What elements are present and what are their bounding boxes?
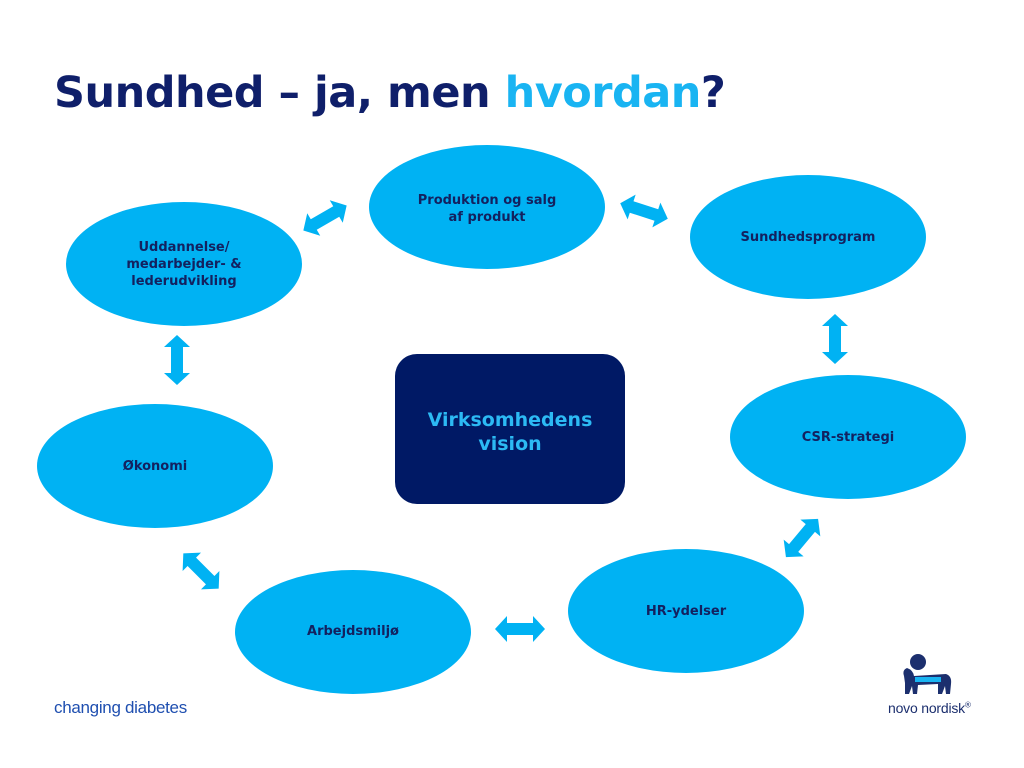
title-end: ? (700, 68, 726, 118)
novo-nordisk-bull-logo (903, 654, 952, 694)
double-arrow-icon (164, 335, 190, 385)
footer-brand: novo nordisk® (888, 700, 971, 716)
node-csr (730, 375, 966, 499)
page-title: Sundhed – ja, men hvordan? (54, 68, 726, 118)
double-arrow-icon (620, 194, 668, 228)
double-arrow-icon (495, 616, 545, 642)
center-vision-box (395, 354, 625, 504)
node-okonomi (37, 404, 273, 528)
double-arrow-icon (303, 200, 347, 236)
node-arbejdsmiljo (235, 570, 471, 694)
node-uddannelse (66, 202, 302, 326)
node-hr (568, 549, 804, 673)
node-label-okonomi: Økonomi (122, 459, 188, 474)
title-accent: hvordan (504, 68, 702, 118)
double-arrow-icon (822, 314, 848, 364)
title-main: Sundhed – ja, men (54, 68, 505, 118)
node-label-sundhedsprogram: Sundhedsprogram (740, 230, 876, 245)
node-label-csr: CSR-strategi (801, 430, 895, 445)
node-label-uddannelse: Uddannelse/medarbejder- &lederudvikling (126, 240, 242, 289)
double-arrow-icon (783, 518, 821, 558)
node-label-arbejdsmiljo: Arbejdsmiljø (307, 624, 399, 639)
double-arrow-icon (182, 552, 220, 590)
node-label-hr: HR-ydelser (645, 604, 727, 619)
node-sundhedsprogram (690, 175, 926, 299)
footer-tagline: changing diabetes (54, 698, 187, 717)
node-produktion (369, 145, 605, 269)
